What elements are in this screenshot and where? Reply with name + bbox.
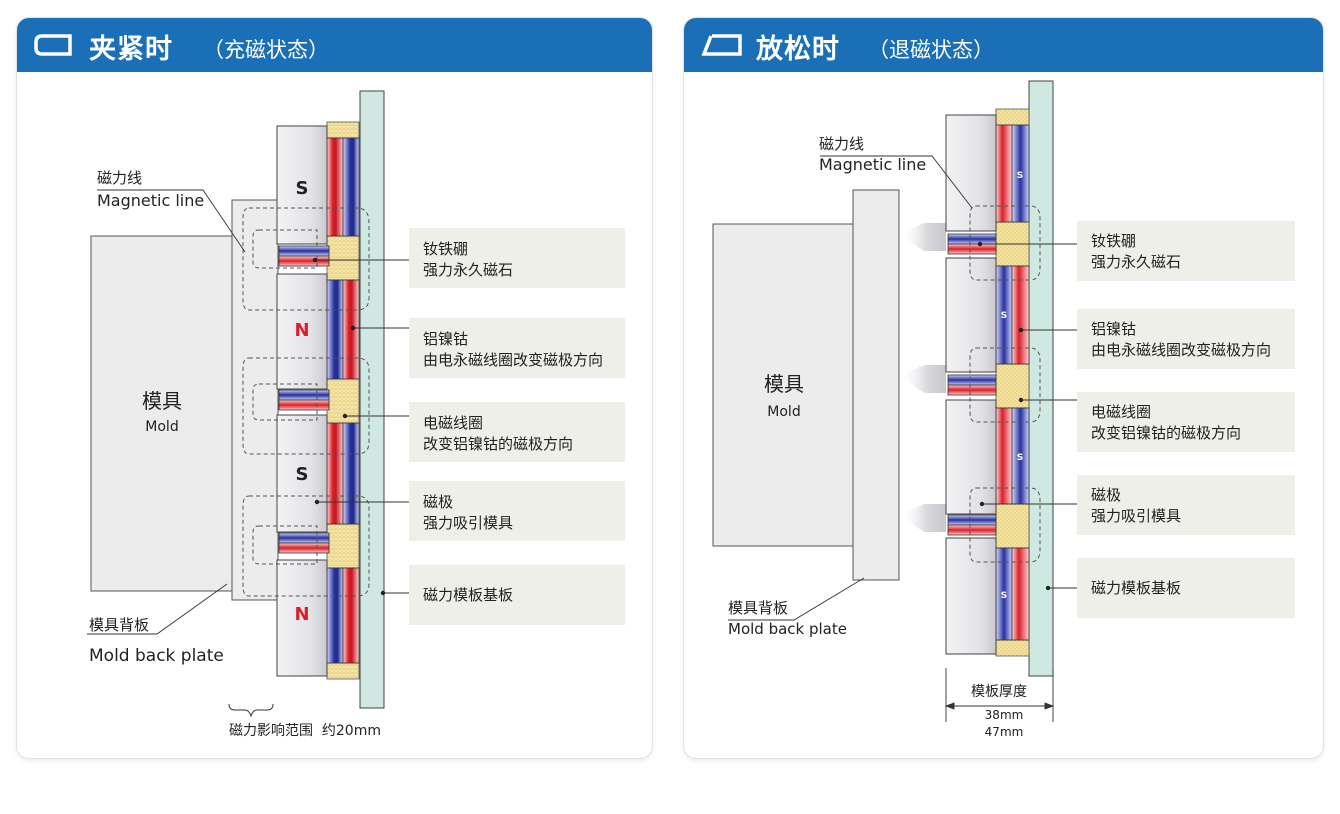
alnico-pole-letter: S [1001,591,1007,601]
back-plate-label-cn: 模具背板 [89,616,149,634]
callout-alnico-title: 铝镍钴 [1091,320,1136,338]
released-state-panel: 放松时 （退磁状态） [684,18,1323,758]
alnico-column [326,137,360,664]
mold-label-cn: 模具 [142,389,182,413]
ndfeb-magnets [947,233,997,536]
callout-alnico-desc: 由电永磁线圈改变磁极方向 [423,351,603,369]
release-arrows [899,223,946,532]
magnetic-flux-lines [242,207,370,597]
callout-coil-desc: 改变铝镍钴的磁极方向 [423,435,573,453]
callout-ndfeb-title: 钕铁硼 [423,240,468,258]
base-plate [359,90,385,709]
released-title: 放松时 [756,34,840,65]
thickness-label: 模板厚度 [971,684,1027,700]
callout-coil-desc: 改变铝镍钴的磁极方向 [1091,424,1241,442]
clamped-title: 夹紧时 [89,34,173,65]
mold-label-cn: 模具 [764,372,804,396]
mold-label-en: Mold [767,404,800,420]
released-header: 放松时 （退磁状态） [684,18,1323,72]
magnetic-line-label-cn: 磁力线 [819,135,864,153]
callout-base-title: 磁力模板基板 [423,586,513,604]
callout-ndfeb-title: 钕铁硼 [1091,232,1136,250]
range-brace [228,703,274,718]
pole-letter: N [294,604,309,625]
thickness-value-47: 47mm [985,725,1024,739]
callout-coil-title: 电磁线圈 [423,414,483,432]
callout-ndfeb-desc: 强力永久磁石 [1091,253,1181,271]
pole-letter: S [296,464,309,485]
released-subtitle: （退磁状态） [868,38,994,62]
back-plate-label-en: Mold back plate [728,620,847,638]
callout-ndfeb-desc: 强力永久磁石 [423,261,513,279]
mold-back-plate [852,189,900,581]
alnico-pole-letter: S [1001,311,1007,321]
ndfeb-magnets [278,245,330,554]
clamped-diagram: 模具 Mold [87,90,625,739]
back-plate-label-en: Mold back plate [89,646,224,666]
mold-block [712,223,854,547]
alnico-pole-letter: S [1017,171,1023,181]
callout-pole-desc: 强力吸引模具 [423,514,513,532]
callout-boxes [1077,221,1295,618]
pole-letter: S [296,178,309,199]
magnetic-flux-lines [969,205,1041,563]
callout-boxes [409,228,625,625]
callout-alnico-title: 铝镍钴 [423,330,468,348]
magnetic-line-label-en: Magnetic line [819,155,926,174]
magnetic-line-label-cn: 磁力线 [97,169,142,187]
alnico-pole-letter: S [1017,453,1023,463]
square-bracket-icon [34,34,72,56]
mold-back-plate [231,199,279,601]
clamped-state-panel: 夹紧时 （充磁状态） [17,18,652,758]
callout-pole-desc: 强力吸引模具 [1091,507,1181,525]
alnico-column [995,124,1030,641]
clamped-header: 夹紧时 （充磁状态） [17,18,652,72]
mold-label-en: Mold [145,419,178,435]
range-label: 磁力影响范围 约20mm [229,722,381,739]
released-diagram: 模具 Mold [712,80,1295,739]
callout-pole-title: 磁极 [1091,486,1121,504]
callout-alnico-desc: 由电永磁线圈改变磁极方向 [1091,341,1271,359]
magnetic-line-label-en: Magnetic line [97,191,204,210]
callout-pole-title: 磁极 [423,493,453,511]
base-plate [1028,80,1054,677]
thickness-dimension [944,668,1055,722]
clamped-subtitle: （充磁状态） [203,38,329,62]
callout-coil-title: 电磁线圈 [1091,403,1151,421]
thickness-value-38: 38mm [985,708,1024,722]
mold-block [90,235,235,592]
pole-letter: N [294,320,309,341]
callout-base-title: 磁力模板基板 [1091,579,1181,597]
back-plate-label-cn: 模具背板 [728,599,788,617]
open-bracket-icon [701,34,742,56]
pole-pieces [276,125,328,677]
